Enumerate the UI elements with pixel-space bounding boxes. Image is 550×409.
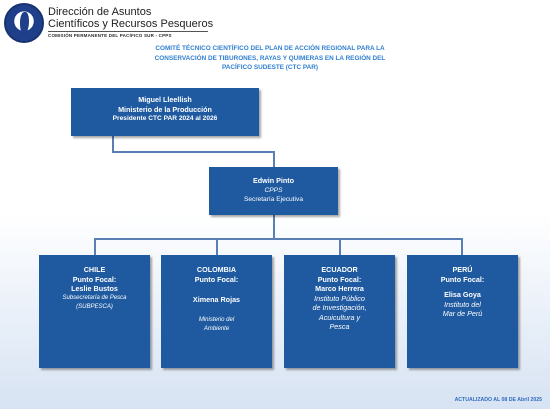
focal-institution: Subsecretaría de Pesca (62, 294, 127, 301)
connector-bottom-horizontal (94, 238, 463, 240)
secretariat-name: Edwin Pinto (252, 176, 295, 185)
president-org: Ministerio de la Producción (118, 104, 212, 114)
connector-colombia (216, 238, 218, 255)
chart-title: COMITÉ TÉCNICO CIENTÍFICO DEL PLAN DE AC… (154, 45, 386, 71)
country-name: PERÚ (452, 265, 473, 274)
connector-peru (461, 238, 463, 255)
cpps-logo-icon (4, 3, 44, 43)
connector-ecuador (339, 238, 341, 255)
focal-institution: Instituto del (444, 299, 481, 309)
connector-chile (94, 238, 96, 255)
updated-date-footer: ACTUALIZADO AL 08 DE Abril 2025 (454, 397, 542, 403)
focal-institution: Pesca (329, 322, 350, 331)
focal-institution: Ambiente (203, 325, 230, 332)
focal-institution: Acuicultura y (318, 312, 361, 322)
focal-institution: Ministerio del (198, 316, 235, 323)
secretariat-box: Edwin Pinto CPPS Secretaría Ejecutiva (209, 167, 338, 215)
president-name: Miguel Lleellish (138, 95, 192, 104)
president-box: Miguel Lleellish Ministerio de la Produc… (71, 88, 259, 136)
secretariat-role: Secretaría Ejecutiva (243, 195, 303, 203)
focal-institution: Mar de Perú (442, 309, 483, 318)
org-name-line2: Científicos y Recursos Pesqueros (48, 18, 214, 30)
connector-top-vertical (112, 136, 114, 152)
secretariat-org: CPPS (264, 186, 283, 194)
focal-institution: (SUBPESCA) (76, 303, 113, 310)
connector-mid-vertical (273, 151, 275, 167)
focal-name: Elisa Goya (444, 290, 481, 299)
focal-box-ecuador: ECUADOR Punto Focal: Marco Herrera Insti… (284, 255, 395, 368)
country-name: CHILE (83, 265, 106, 274)
focal-institution: Instituto Público (314, 293, 365, 303)
country-name: ECUADOR (321, 265, 358, 274)
org-commission: COMISIÓN PERMANENTE DEL PACÍFICO SUR - C… (48, 33, 172, 38)
focal-box-peru: PERÚ Punto Focal: Elisa Goya Instituto d… (407, 255, 518, 368)
connector-top-horizontal (112, 151, 275, 153)
header-logo: Dirección de Asuntos Científicos y Recur… (4, 3, 314, 45)
logo-divider (48, 31, 208, 32)
focal-name: Leslie Bustos (71, 284, 118, 293)
focal-label: Punto Focal: (194, 274, 239, 284)
focal-box-colombia: COLOMBIA Punto Focal: Ximena Rojas Minis… (161, 255, 272, 368)
focal-label: Punto Focal: (440, 274, 485, 284)
country-name: COLOMBIA (196, 265, 237, 274)
focal-name: Ximena Rojas (192, 295, 241, 304)
focal-name: Marco Herrera (315, 284, 364, 293)
president-role: Presidente CTC PAR 2024 al 2026 (112, 115, 218, 122)
focal-institution: de Investigación, (312, 303, 367, 312)
focal-box-chile: CHILE Punto Focal: Leslie Bustos Subsecr… (39, 255, 150, 368)
connector-mid-down (273, 215, 275, 239)
focal-label: Punto Focal: (72, 274, 117, 284)
focal-label: Punto Focal: (317, 274, 362, 284)
org-name-line1: Dirección de Asuntos (48, 6, 152, 18)
